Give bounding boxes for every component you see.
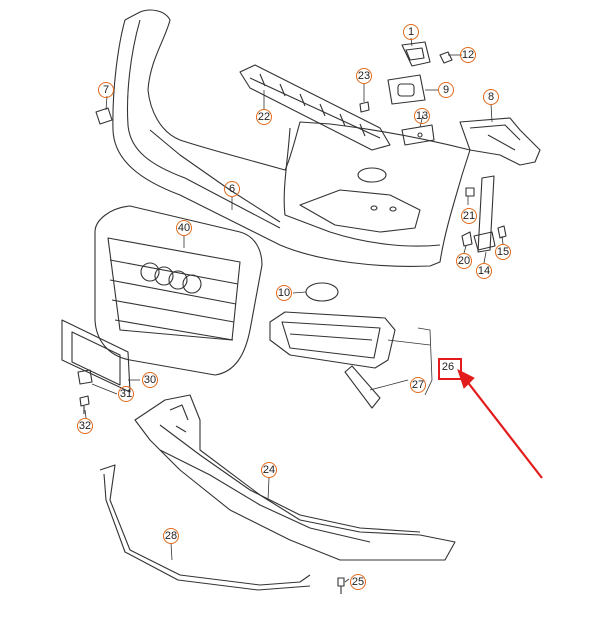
callout-28: 28 bbox=[164, 530, 178, 542]
callout-ring bbox=[142, 372, 158, 388]
callout-ring bbox=[77, 418, 93, 434]
nut-21 bbox=[465, 187, 475, 197]
callout-8: 8 bbox=[487, 91, 495, 103]
callout-ring bbox=[256, 109, 272, 125]
highlight-box-26 bbox=[438, 358, 462, 380]
bracket-13 bbox=[401, 124, 435, 146]
license-plate-bracket bbox=[61, 319, 131, 393]
clip-20 bbox=[461, 231, 473, 247]
callout-27: 27 bbox=[411, 379, 425, 391]
callout-9: 9 bbox=[442, 84, 450, 96]
screw-15 bbox=[497, 225, 507, 239]
callout-ring bbox=[224, 181, 240, 197]
callout-ring bbox=[98, 82, 114, 98]
callout-ring bbox=[163, 528, 179, 544]
callout-31: 31 bbox=[119, 388, 133, 400]
screw-32 bbox=[79, 395, 90, 414]
callout-ring bbox=[276, 285, 292, 301]
fog-light-grille bbox=[269, 311, 396, 369]
leader-lines bbox=[84, 37, 504, 583]
bumper-cover bbox=[112, 9, 471, 267]
callout-ring bbox=[118, 386, 134, 402]
trim-strip-28 bbox=[99, 464, 311, 591]
callout-13: 13 bbox=[415, 110, 429, 122]
upper-grille-strip bbox=[239, 64, 391, 151]
callout-ring bbox=[403, 24, 419, 40]
callout-ring bbox=[356, 68, 372, 84]
callout-6: 6 bbox=[228, 183, 236, 195]
sensor-holder-9 bbox=[387, 74, 426, 105]
screw-31 bbox=[77, 369, 93, 385]
callout-22: 22 bbox=[257, 111, 271, 123]
callout-10: 10 bbox=[277, 287, 291, 299]
callout-14: 14 bbox=[477, 265, 491, 277]
callout-40: 40 bbox=[177, 222, 191, 234]
callout-ring bbox=[483, 89, 499, 105]
callout-1: 1 bbox=[407, 26, 415, 38]
callout-24: 24 bbox=[262, 464, 276, 476]
lower-spoiler bbox=[134, 394, 456, 561]
callout-26: 26 bbox=[441, 361, 455, 373]
callout-ring bbox=[460, 47, 476, 63]
tow-hook-cap bbox=[305, 282, 339, 302]
callout-30: 30 bbox=[143, 374, 157, 386]
callout-12: 12 bbox=[461, 49, 475, 61]
screw-25 bbox=[337, 577, 345, 594]
bracket-1 bbox=[401, 41, 431, 67]
callout-25: 25 bbox=[351, 576, 365, 588]
screw-23 bbox=[359, 101, 370, 113]
highlight-arrow bbox=[457, 369, 543, 479]
callout-15: 15 bbox=[496, 246, 510, 258]
callout-32: 32 bbox=[78, 420, 92, 432]
callout-ring bbox=[414, 108, 430, 124]
callout-ring bbox=[350, 574, 366, 590]
callout-ring bbox=[176, 220, 192, 236]
callout-ring bbox=[456, 253, 472, 269]
callout-ring bbox=[438, 82, 454, 98]
clip-7 bbox=[95, 107, 113, 125]
callout-7: 7 bbox=[102, 84, 110, 96]
bracket-8 bbox=[459, 117, 541, 166]
callout-23: 23 bbox=[357, 70, 371, 82]
callout-ring bbox=[461, 208, 477, 224]
trim-27 bbox=[344, 365, 381, 409]
callout-ring bbox=[410, 377, 426, 393]
side-bracket bbox=[473, 175, 496, 253]
callout-ring bbox=[495, 244, 511, 260]
radiator-grille bbox=[94, 205, 263, 376]
callout-ring bbox=[476, 263, 492, 279]
callout-20: 20 bbox=[457, 255, 471, 267]
callout-21: 21 bbox=[462, 210, 476, 222]
clip-12 bbox=[439, 51, 453, 64]
callout-ring bbox=[261, 462, 277, 478]
